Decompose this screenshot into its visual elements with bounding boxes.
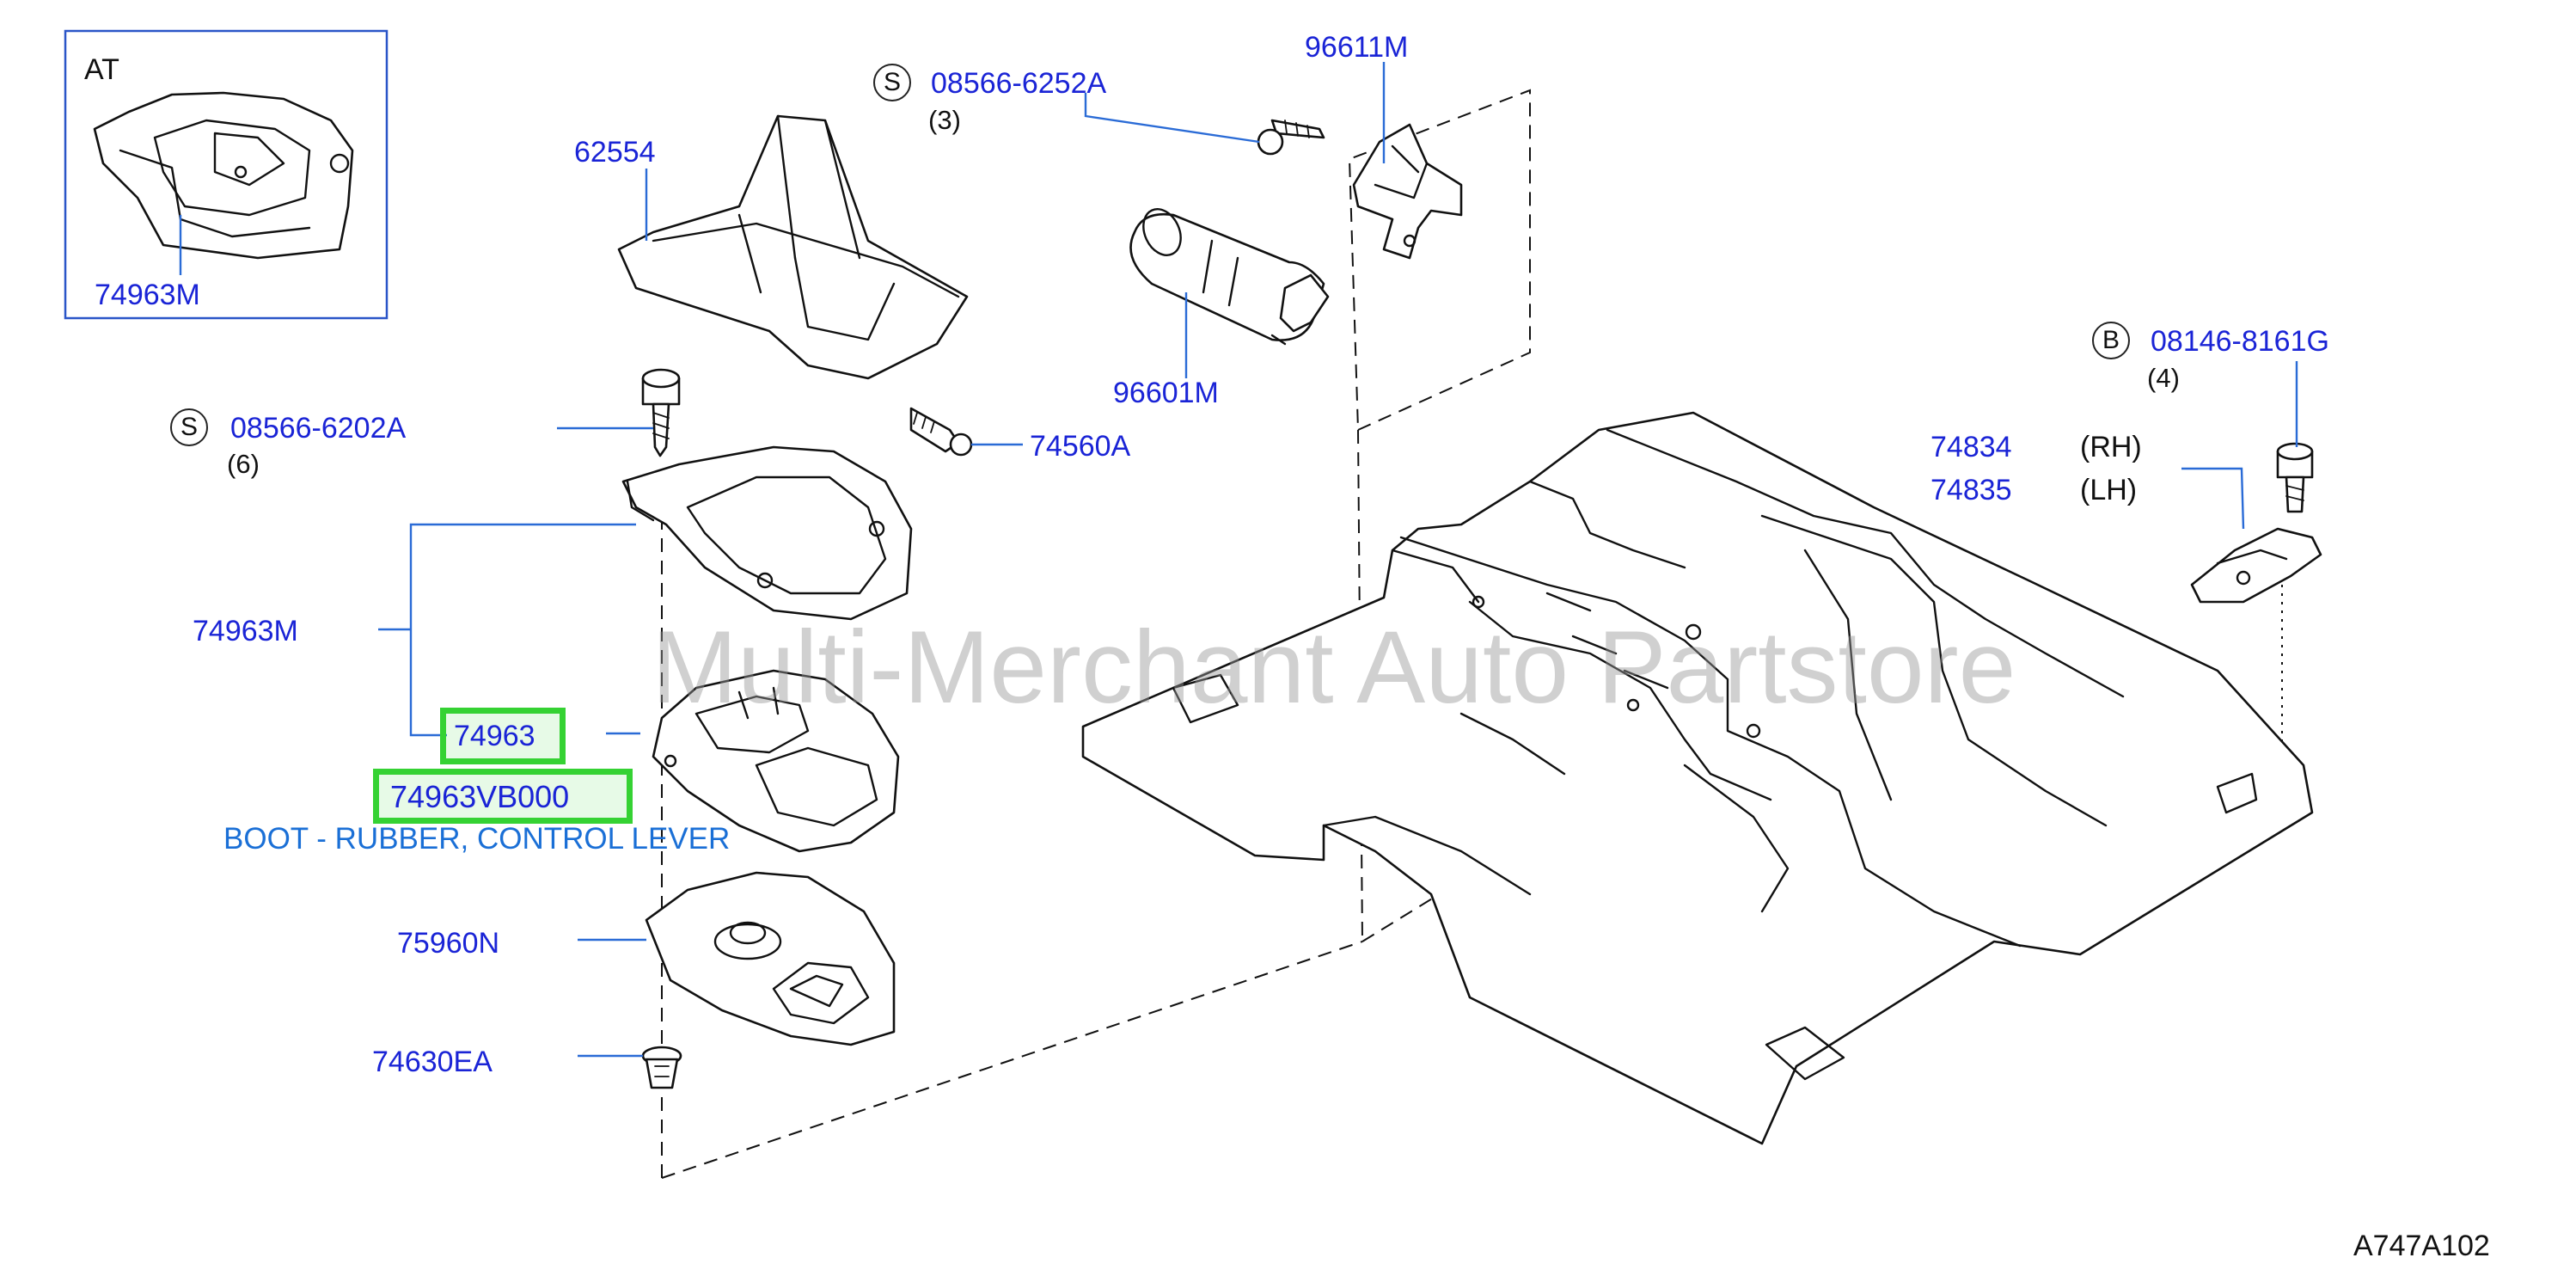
callout-s-icon: S	[873, 64, 911, 101]
part-label-08146-8161g[interactable]: 08146-8161G	[2151, 325, 2329, 358]
part-label-75960n[interactable]: 75960N	[397, 927, 500, 960]
part-label-74630ea[interactable]: 74630EA	[372, 1046, 493, 1078]
inset-bracket-drawing	[93, 91, 354, 260]
highlight-74963vb000	[373, 769, 633, 824]
bracket-96611m-drawing	[1352, 123, 1463, 260]
inset-title: AT	[84, 53, 119, 86]
callout-b-icon: B	[2092, 322, 2130, 359]
part-number-74963vb000[interactable]: 74963VB000	[390, 779, 570, 814]
part-label-74560a[interactable]: 74560A	[1030, 430, 1131, 463]
watermark: Multi-Merchant Auto Partstore	[652, 610, 2016, 725]
boot-74963-drawing	[652, 669, 900, 853]
part-label-96601m[interactable]: 96601M	[1113, 377, 1219, 409]
bracket-74834-drawing	[2190, 527, 2322, 604]
leader-74834	[2181, 467, 2245, 530]
part-description: BOOT - RUBBER, CONTROL LEVER	[223, 822, 731, 856]
bracket-74963m-drawing	[621, 445, 913, 621]
inset-frame	[64, 29, 389, 320]
part-label-74835[interactable]: 74835	[1930, 474, 2012, 506]
plate-75960n-drawing	[645, 871, 896, 1046]
part-label-74834[interactable]: 74834	[1930, 431, 2012, 463]
bolt-08146-8161g-drawing	[2276, 442, 2314, 513]
side-74835: (LH)	[2080, 474, 2138, 506]
part-label-96611m[interactable]: 96611M	[1305, 31, 1409, 64]
clip-74630ea-drawing	[641, 1046, 682, 1089]
diagram-code: A747A102	[2353, 1230, 2490, 1262]
part-label-74963m[interactable]: 74963M	[193, 615, 298, 647]
shift-boot-drawing	[617, 114, 969, 380]
leader-74963m	[409, 523, 636, 737]
part-label-08566-6252a[interactable]: 08566-6252A	[931, 67, 1107, 100]
qty-08566-6202a: (6)	[227, 449, 260, 479]
callout-s-icon-2: S	[170, 408, 208, 446]
dryer-96601m-drawing	[1129, 208, 1330, 346]
part-label-74963[interactable]: 74963	[454, 720, 535, 752]
screw-08566-6252a-drawing	[1257, 119, 1325, 156]
part-label-74963m-inset[interactable]: 74963M	[95, 279, 200, 311]
qty-08146-8161g: (4)	[2147, 363, 2180, 393]
highlight-74963	[440, 708, 566, 764]
part-label-08566-6202a[interactable]: 08566-6202A	[230, 412, 407, 445]
side-74834: (RH)	[2080, 431, 2142, 463]
qty-08566-6252a: (3)	[928, 105, 961, 135]
floor-panel-drawing	[1081, 411, 2314, 1145]
screw-74560a-drawing	[909, 407, 973, 457]
bolt-08566-6202a-drawing	[641, 368, 681, 457]
part-label-62554[interactable]: 62554	[574, 136, 656, 169]
leader-08566-6252a	[1084, 93, 1260, 144]
